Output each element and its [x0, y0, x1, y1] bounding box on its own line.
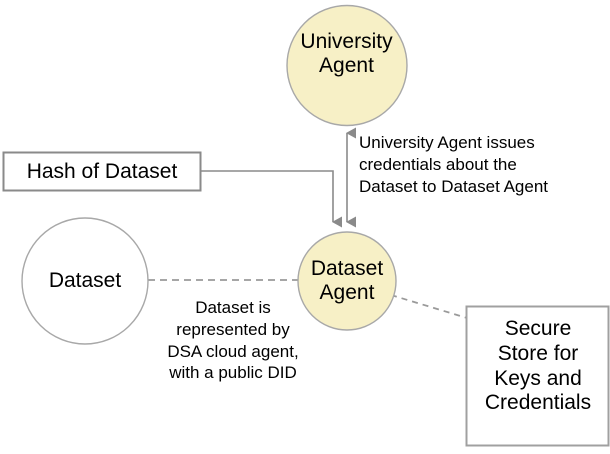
node-hash-of-dataset-label: Hash of Dataset: [26, 160, 178, 183]
node-secure-store[interactable]: [465, 305, 610, 447]
node-dataset-agent[interactable]: [297, 231, 397, 331]
hash-to-dataset-agent-edge: [200, 170, 342, 228]
node-university-agent[interactable]: [286, 4, 408, 127]
representation-annotation-text: Dataset is represented by DSA cloud agen…: [167, 298, 299, 383]
node-dataset[interactable]: [21, 217, 149, 345]
node-hash-of-dataset[interactable]: [2, 151, 202, 192]
credential-annotation-text: University Agent issues credentials abou…: [359, 133, 549, 196]
dataset-agent-to-secure-store-edge: [390, 294, 468, 319]
node-secure-store-label: Secure Store for Keys and Credentials: [484, 317, 592, 415]
